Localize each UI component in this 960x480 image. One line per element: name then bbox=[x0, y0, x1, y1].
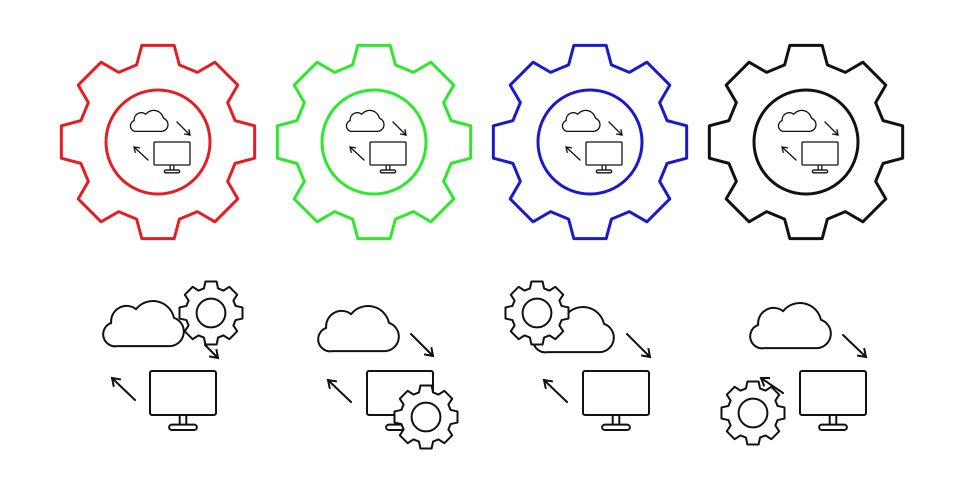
arrow-up-left-icon bbox=[349, 146, 365, 161]
cloud-icon bbox=[102, 300, 185, 348]
blue-gear-cloud-computer-icon bbox=[491, 43, 689, 241]
cloud-computer-gear-bottom-left-icon bbox=[720, 302, 868, 446]
monitor-icon bbox=[369, 141, 407, 174]
arrow-down-right-icon bbox=[392, 121, 407, 136]
arrow-down-right-icon bbox=[204, 344, 220, 360]
arrow-down-right-icon bbox=[176, 121, 191, 136]
arrow-up-left-icon bbox=[542, 378, 568, 403]
gear-icon bbox=[504, 280, 570, 346]
black-gear-cloud-computer-icon bbox=[707, 43, 905, 241]
gear-inner-ring bbox=[752, 88, 860, 196]
arrow-up-left-icon bbox=[326, 378, 352, 403]
gear-icon bbox=[178, 280, 244, 346]
arrow-down-right-icon bbox=[824, 121, 839, 136]
arrow-down-right-icon bbox=[842, 334, 868, 359]
cloud-icon bbox=[561, 109, 601, 133]
gear-icon bbox=[393, 384, 459, 450]
monitor-icon bbox=[153, 141, 191, 174]
arrow-up-left-icon bbox=[759, 376, 784, 394]
cloud-computer-gear-top-left-icon bbox=[504, 280, 652, 431]
arrow-up-left-icon bbox=[133, 146, 149, 161]
cloud-icon bbox=[345, 109, 385, 133]
arrow-up-left-icon bbox=[110, 376, 136, 401]
monitor-icon bbox=[585, 141, 623, 174]
monitor-icon bbox=[801, 141, 839, 174]
gear-outline bbox=[707, 43, 905, 241]
red-gear-cloud-computer-icon bbox=[59, 43, 257, 241]
gear-icon bbox=[720, 380, 786, 446]
gear-outline bbox=[491, 43, 689, 241]
gear-outline bbox=[59, 43, 257, 241]
monitor-icon bbox=[799, 370, 867, 431]
cloud-icon bbox=[129, 109, 169, 133]
arrow-down-right-icon bbox=[626, 333, 652, 359]
gear-outline bbox=[275, 43, 473, 241]
cloud-icon bbox=[777, 109, 817, 133]
gear-inner-ring bbox=[104, 88, 212, 196]
arrow-up-left-icon bbox=[565, 146, 581, 161]
cloud-icon bbox=[749, 302, 832, 350]
gear-inner-ring bbox=[536, 88, 644, 196]
green-gear-cloud-computer-icon bbox=[275, 43, 473, 241]
cloud-computer-gear-top-right-icon bbox=[102, 280, 244, 431]
arrow-up-left-icon bbox=[781, 146, 797, 161]
monitor-icon bbox=[582, 370, 650, 431]
arrow-down-right-icon bbox=[410, 333, 435, 358]
arrow-down-right-icon bbox=[608, 121, 623, 136]
cloud-computer-gear-bottom-right-icon bbox=[317, 305, 459, 450]
cloud-icon bbox=[317, 305, 400, 353]
gear-inner-ring bbox=[320, 88, 428, 196]
monitor-icon bbox=[149, 370, 217, 431]
